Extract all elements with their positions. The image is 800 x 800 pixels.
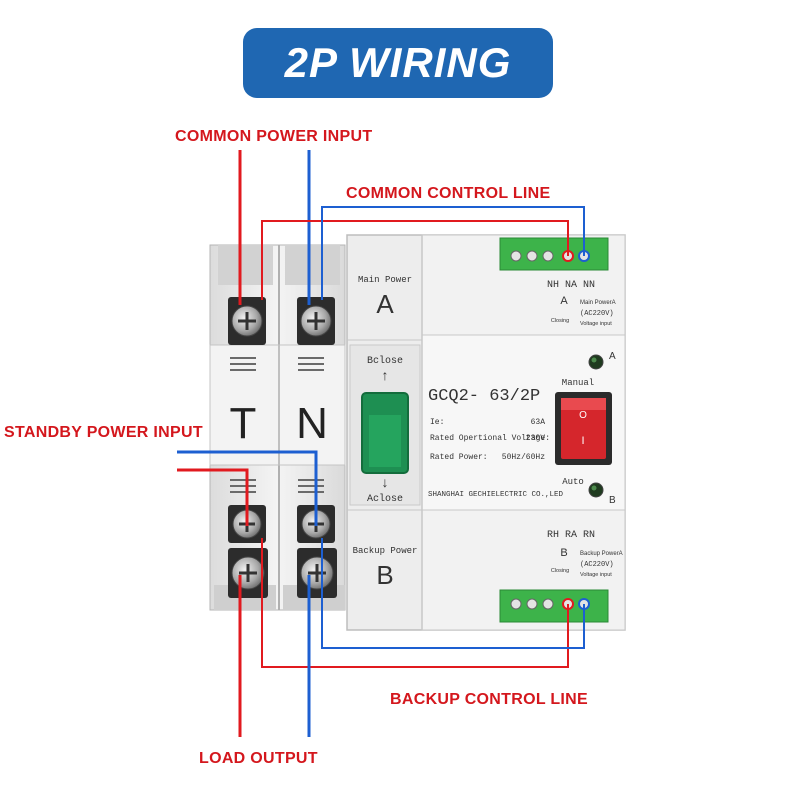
rated-voltage-value: 230V (526, 434, 545, 443)
bottom-terminals-label: RH RA RN (547, 530, 595, 541)
top-power-label: Main PowerA (580, 300, 616, 306)
bottom-b-label: B (560, 547, 567, 559)
indicator-a-label: A (609, 351, 616, 362)
switch-off-label: I (581, 435, 584, 447)
bottom-closing-label: Closing (551, 568, 569, 574)
ie-value: 63A (531, 418, 546, 427)
aclose-label: Aclose (367, 493, 403, 505)
wire-backup-control-blue (321, 538, 585, 649)
pole-n-label: N (296, 399, 328, 448)
bottom-voltage-label: Voltage input (580, 572, 612, 578)
screw-n-bottom-icon (297, 548, 337, 598)
main-power-letter: A (376, 289, 394, 319)
arrow-up-icon: ↑ (382, 367, 389, 383)
top-terminals-label: NH NA NN (547, 280, 595, 291)
bottom-terminal-block[interactable] (499, 589, 609, 623)
transfer-handle[interactable] (361, 392, 409, 474)
wire-common-control-blue (321, 206, 585, 300)
backup-power-letter: B (376, 560, 393, 590)
backup-control-line-label: BACKUP CONTROL LINE (390, 691, 589, 708)
rated-power-label: Rated Power: (430, 453, 488, 462)
wire-standby-red (177, 468, 249, 526)
wire-standby-blue (177, 450, 318, 526)
wire-backup-control-red (261, 538, 569, 668)
title-banner: 2P WIRING (243, 28, 553, 98)
bottom-power-label: Backup PowerA (580, 551, 623, 557)
screw-n-top-icon (297, 297, 335, 345)
wire-common-control-red (261, 220, 569, 300)
screw-t-top-icon (228, 297, 266, 345)
controller-body: Main Power A Backup Power B Bclose ↑ ↓ A… (346, 234, 626, 631)
wires (177, 150, 585, 737)
bottom-ac-label: (AC220V) (580, 561, 614, 569)
rated-power-value: 50Hz/60Hz (502, 453, 545, 462)
indicator-b-label: B (609, 495, 616, 506)
rated-voltage-label: Rated Opertional Voltage: (430, 434, 550, 443)
backup-power-label: Backup Power (353, 546, 418, 556)
manufacturer-label: SHANGHAI GECHIELECTRIC CO.,LED (428, 491, 564, 499)
top-a-label: A (560, 295, 568, 307)
ie-label: Ie: (430, 418, 444, 427)
load-output-label: LOAD OUTPUT (199, 750, 318, 767)
switch-on-label: O (579, 410, 587, 421)
top-closing-label: Closing (551, 318, 569, 324)
top-voltage-label: Voltage input (580, 321, 612, 327)
pole-t-label: T (230, 399, 257, 448)
auto-label: Auto (562, 477, 584, 487)
common-control-line-label: COMMON CONTROL LINE (346, 185, 551, 202)
indicator-b-icon (588, 482, 604, 498)
standby-power-input-label: STANDBY POWER INPUT (4, 424, 203, 441)
indicator-a-icon (588, 354, 604, 370)
bclose-label: Bclose (367, 355, 403, 367)
model-label: GCQ2- 63/2P (428, 387, 540, 406)
arrow-down-icon: ↓ (382, 474, 389, 490)
common-power-input-label: COMMON POWER INPUT (175, 128, 373, 145)
main-power-label: Main Power (358, 275, 412, 285)
screw-t-bottom-icon (228, 548, 268, 598)
top-terminal-block[interactable] (499, 237, 609, 271)
manual-label: Manual (562, 378, 594, 388)
top-ac-label: (AC220V) (580, 310, 614, 318)
manual-auto-switch[interactable] (555, 392, 612, 465)
